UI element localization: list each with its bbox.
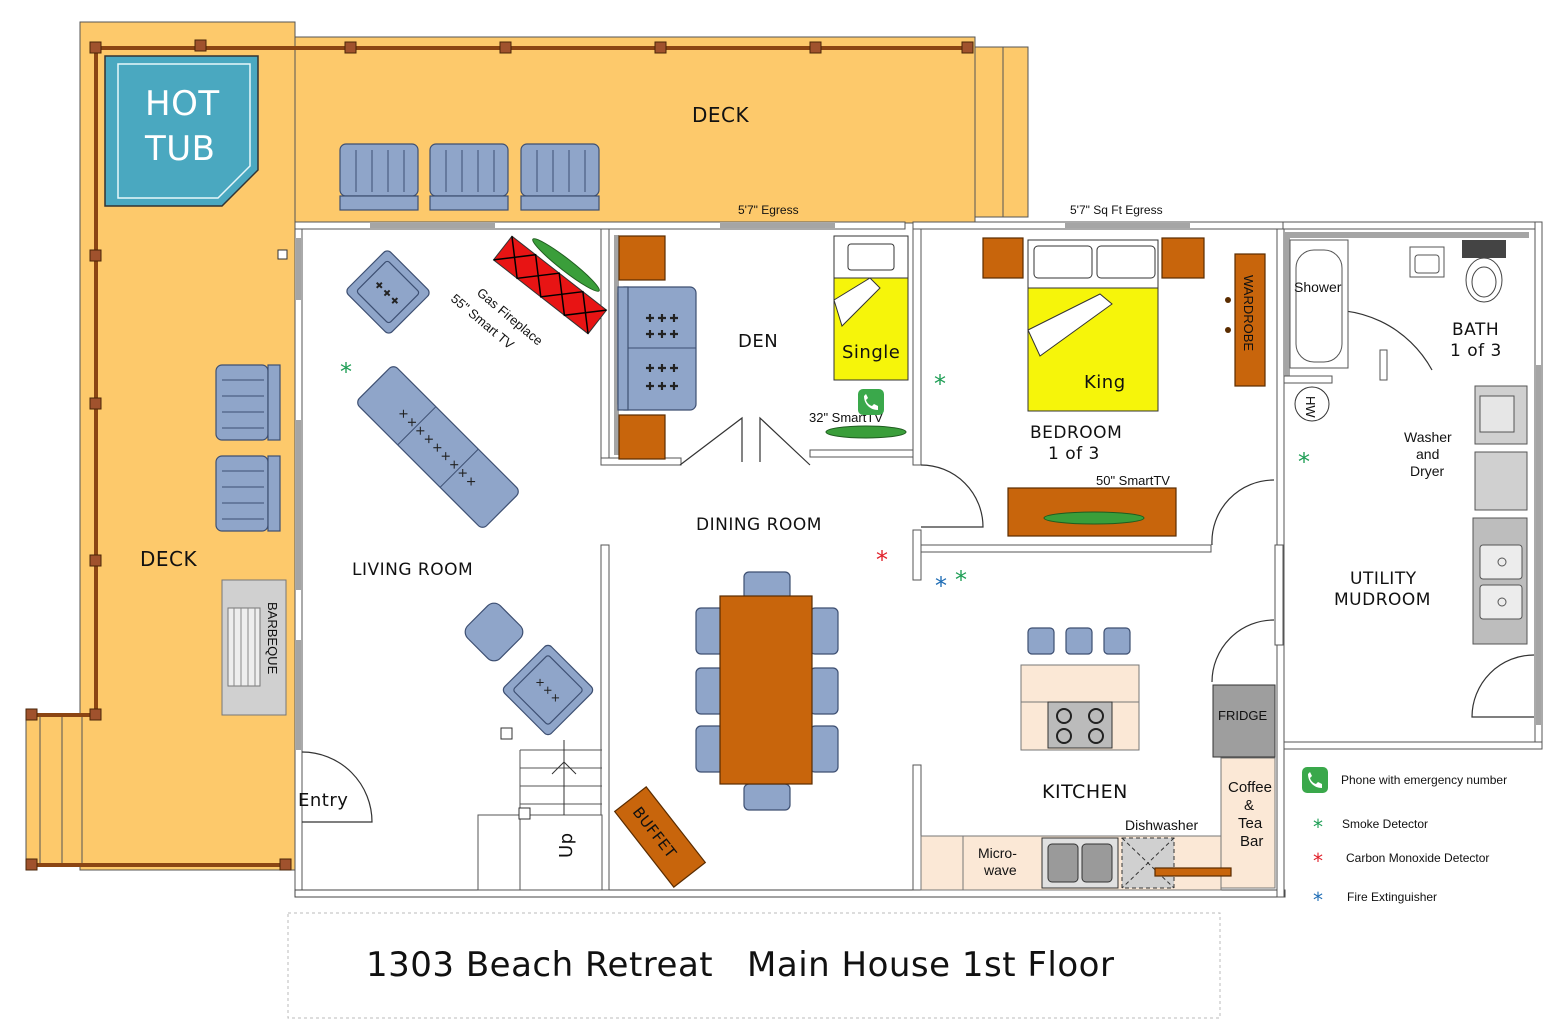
- wardrobe: [1225, 253, 1266, 387]
- phone-icon: [1302, 767, 1328, 793]
- tv-stand-bedroom: [1007, 487, 1177, 537]
- water-heater-label: HW: [1303, 396, 1318, 418]
- sofa-living: ✕ ✕ ✕ ✕ ✕ ✕ ✕ ✕ ✕: [357, 366, 519, 528]
- hot-tub-label-line2: TUB: [144, 129, 215, 169]
- legend: Phone with emergency number * Smoke Dete…: [1302, 767, 1507, 912]
- coffee-label-line4: Bar: [1240, 833, 1263, 850]
- bedroom-label-line2: 1 of 3: [1048, 444, 1100, 464]
- deck-left-label: DECK: [140, 547, 198, 571]
- svg-text:✚ ✚ ✚: ✚ ✚ ✚: [645, 313, 678, 325]
- fridge: [1212, 684, 1276, 758]
- bedroom-egress-label: 5'7" Sq Ft Egress: [1070, 203, 1163, 217]
- single-bed-label: Single: [842, 342, 900, 363]
- stairs: [477, 740, 603, 891]
- king-bed: [1027, 239, 1159, 412]
- fridge-label: FRIDGE: [1218, 708, 1267, 723]
- coffee-bar: [1220, 757, 1276, 889]
- washer-label-line2: and: [1416, 446, 1439, 462]
- den-label: DEN: [738, 331, 778, 352]
- hot-tub-label-line1: HOT: [145, 84, 220, 124]
- tv-den: [825, 425, 907, 439]
- bath-label-line2: 1 of 3: [1450, 341, 1502, 361]
- ottoman: [464, 602, 524, 662]
- bar-stools: [1027, 627, 1131, 655]
- title-box: [287, 912, 1221, 1019]
- kitchen-island: [1020, 664, 1140, 751]
- fire-extinguisher-icon: *: [935, 572, 947, 600]
- co-detector-icon: *: [1313, 849, 1323, 873]
- king-bed-label: King: [1084, 372, 1126, 393]
- coffee-label-line1: Coffee: [1228, 779, 1272, 796]
- dishwasher-label: Dishwasher: [1125, 817, 1198, 833]
- den-sofa: ✚ ✚ ✚ ✚ ✚ ✚ ✚ ✚ ✚ ✚ ✚ ✚: [617, 286, 697, 411]
- den-end-table: [618, 235, 666, 281]
- legend-extinguisher-label: Fire Extinguisher: [1347, 890, 1437, 904]
- svg-text:✚ ✚ ✚: ✚ ✚ ✚: [645, 381, 678, 393]
- coffee-label-line2: &: [1244, 797, 1254, 814]
- utility-label-line2: MUDROOM: [1334, 590, 1431, 610]
- shower: [1289, 239, 1349, 369]
- barbeque-label: BARBEQUE: [265, 602, 280, 675]
- living-room-label: LIVING ROOM: [352, 560, 473, 580]
- hot-tub: [104, 55, 259, 207]
- armchair: ✕ ✕ ✕: [502, 644, 594, 736]
- utility-label-line1: UTILITY: [1350, 569, 1417, 589]
- deck-chair: [339, 143, 419, 211]
- utility-sink: [1472, 517, 1528, 645]
- den-egress-label: 5'7" Egress: [738, 203, 799, 217]
- svg-text:✚ ✚ ✚: ✚ ✚ ✚: [645, 363, 678, 375]
- legend-co-label: Carbon Monoxide Detector: [1346, 851, 1489, 865]
- kitchen-counter: [920, 835, 1232, 891]
- stairs-label: Up: [556, 832, 577, 858]
- washer-label-line1: Washer: [1404, 429, 1452, 445]
- page-title: 1303 Beach Retreat Main House 1st Floor: [366, 945, 1114, 985]
- barbeque: [221, 579, 287, 716]
- windows: [296, 223, 1541, 750]
- microwave-label-line2: wave: [983, 862, 1017, 878]
- smoke-detector-icon: *: [955, 566, 967, 594]
- dining-room-label: DINING ROOM: [696, 515, 822, 535]
- washer-dryer: [1474, 385, 1528, 511]
- nightstand: [982, 237, 1024, 279]
- wardrobe-label: WARDROBE: [1241, 275, 1256, 351]
- microwave-label-line1: Micro-: [978, 845, 1017, 861]
- tv-living: [532, 238, 600, 292]
- phone-icon: [858, 389, 884, 415]
- smoke-detector-icon: *: [340, 358, 352, 386]
- co-detector-icon: *: [876, 546, 888, 574]
- deck-chair: [429, 143, 509, 211]
- coffee-label-line3: Tea: [1238, 815, 1263, 832]
- dining-table: [695, 571, 839, 811]
- entry-label: Entry: [298, 790, 348, 811]
- fire-extinguisher-icon: *: [1313, 888, 1323, 912]
- tv-bedroom-label: 50" SmartTV: [1096, 473, 1170, 488]
- deck-chair: [215, 455, 281, 532]
- smoke-detector-icon: *: [934, 370, 946, 398]
- toilet: [1462, 240, 1506, 303]
- nightstand: [1161, 237, 1205, 279]
- water-heater: [1294, 386, 1330, 422]
- deck-top-label: DECK: [692, 103, 750, 127]
- kitchen-label: KITCHEN: [1042, 781, 1128, 803]
- bath-label-line1: BATH: [1452, 320, 1499, 340]
- smoke-detector-icon: *: [1298, 448, 1310, 476]
- deck-chair: [520, 143, 600, 211]
- sink: [1409, 246, 1445, 278]
- deck-chair: [215, 364, 281, 441]
- armchair: ✚ ✚ ✚: [346, 250, 430, 334]
- buffet: [613, 786, 707, 888]
- single-bed: [833, 235, 909, 381]
- den-end-table: [618, 414, 666, 460]
- washer-label-line3: Dryer: [1410, 463, 1445, 479]
- smoke-detector-icon: *: [1313, 815, 1323, 839]
- legend-smoke-label: Smoke Detector: [1342, 817, 1428, 831]
- svg-text:✚ ✚ ✚: ✚ ✚ ✚: [645, 329, 678, 341]
- legend-phone-label: Phone with emergency number: [1341, 773, 1507, 787]
- bedroom-label-line1: BEDROOM: [1030, 423, 1122, 443]
- shower-label: Shower: [1294, 279, 1342, 295]
- fireplace: [492, 235, 608, 335]
